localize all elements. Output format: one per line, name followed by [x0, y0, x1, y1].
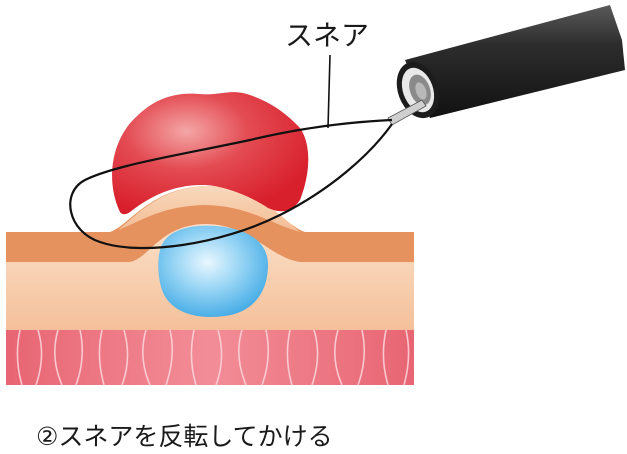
snare-label-leader [327, 54, 331, 129]
fluid-cushion [158, 225, 268, 317]
muscle-layer [6, 328, 414, 386]
mucosa-layer [6, 186, 414, 262]
endoscope-tube-icon [396, 5, 625, 119]
snare-label: スネア [285, 19, 369, 52]
polyp [112, 92, 309, 215]
snare-sheath [387, 99, 427, 126]
snare-loop-icon [69, 118, 393, 250]
step-caption: ②スネアを反転してかける [36, 422, 333, 451]
